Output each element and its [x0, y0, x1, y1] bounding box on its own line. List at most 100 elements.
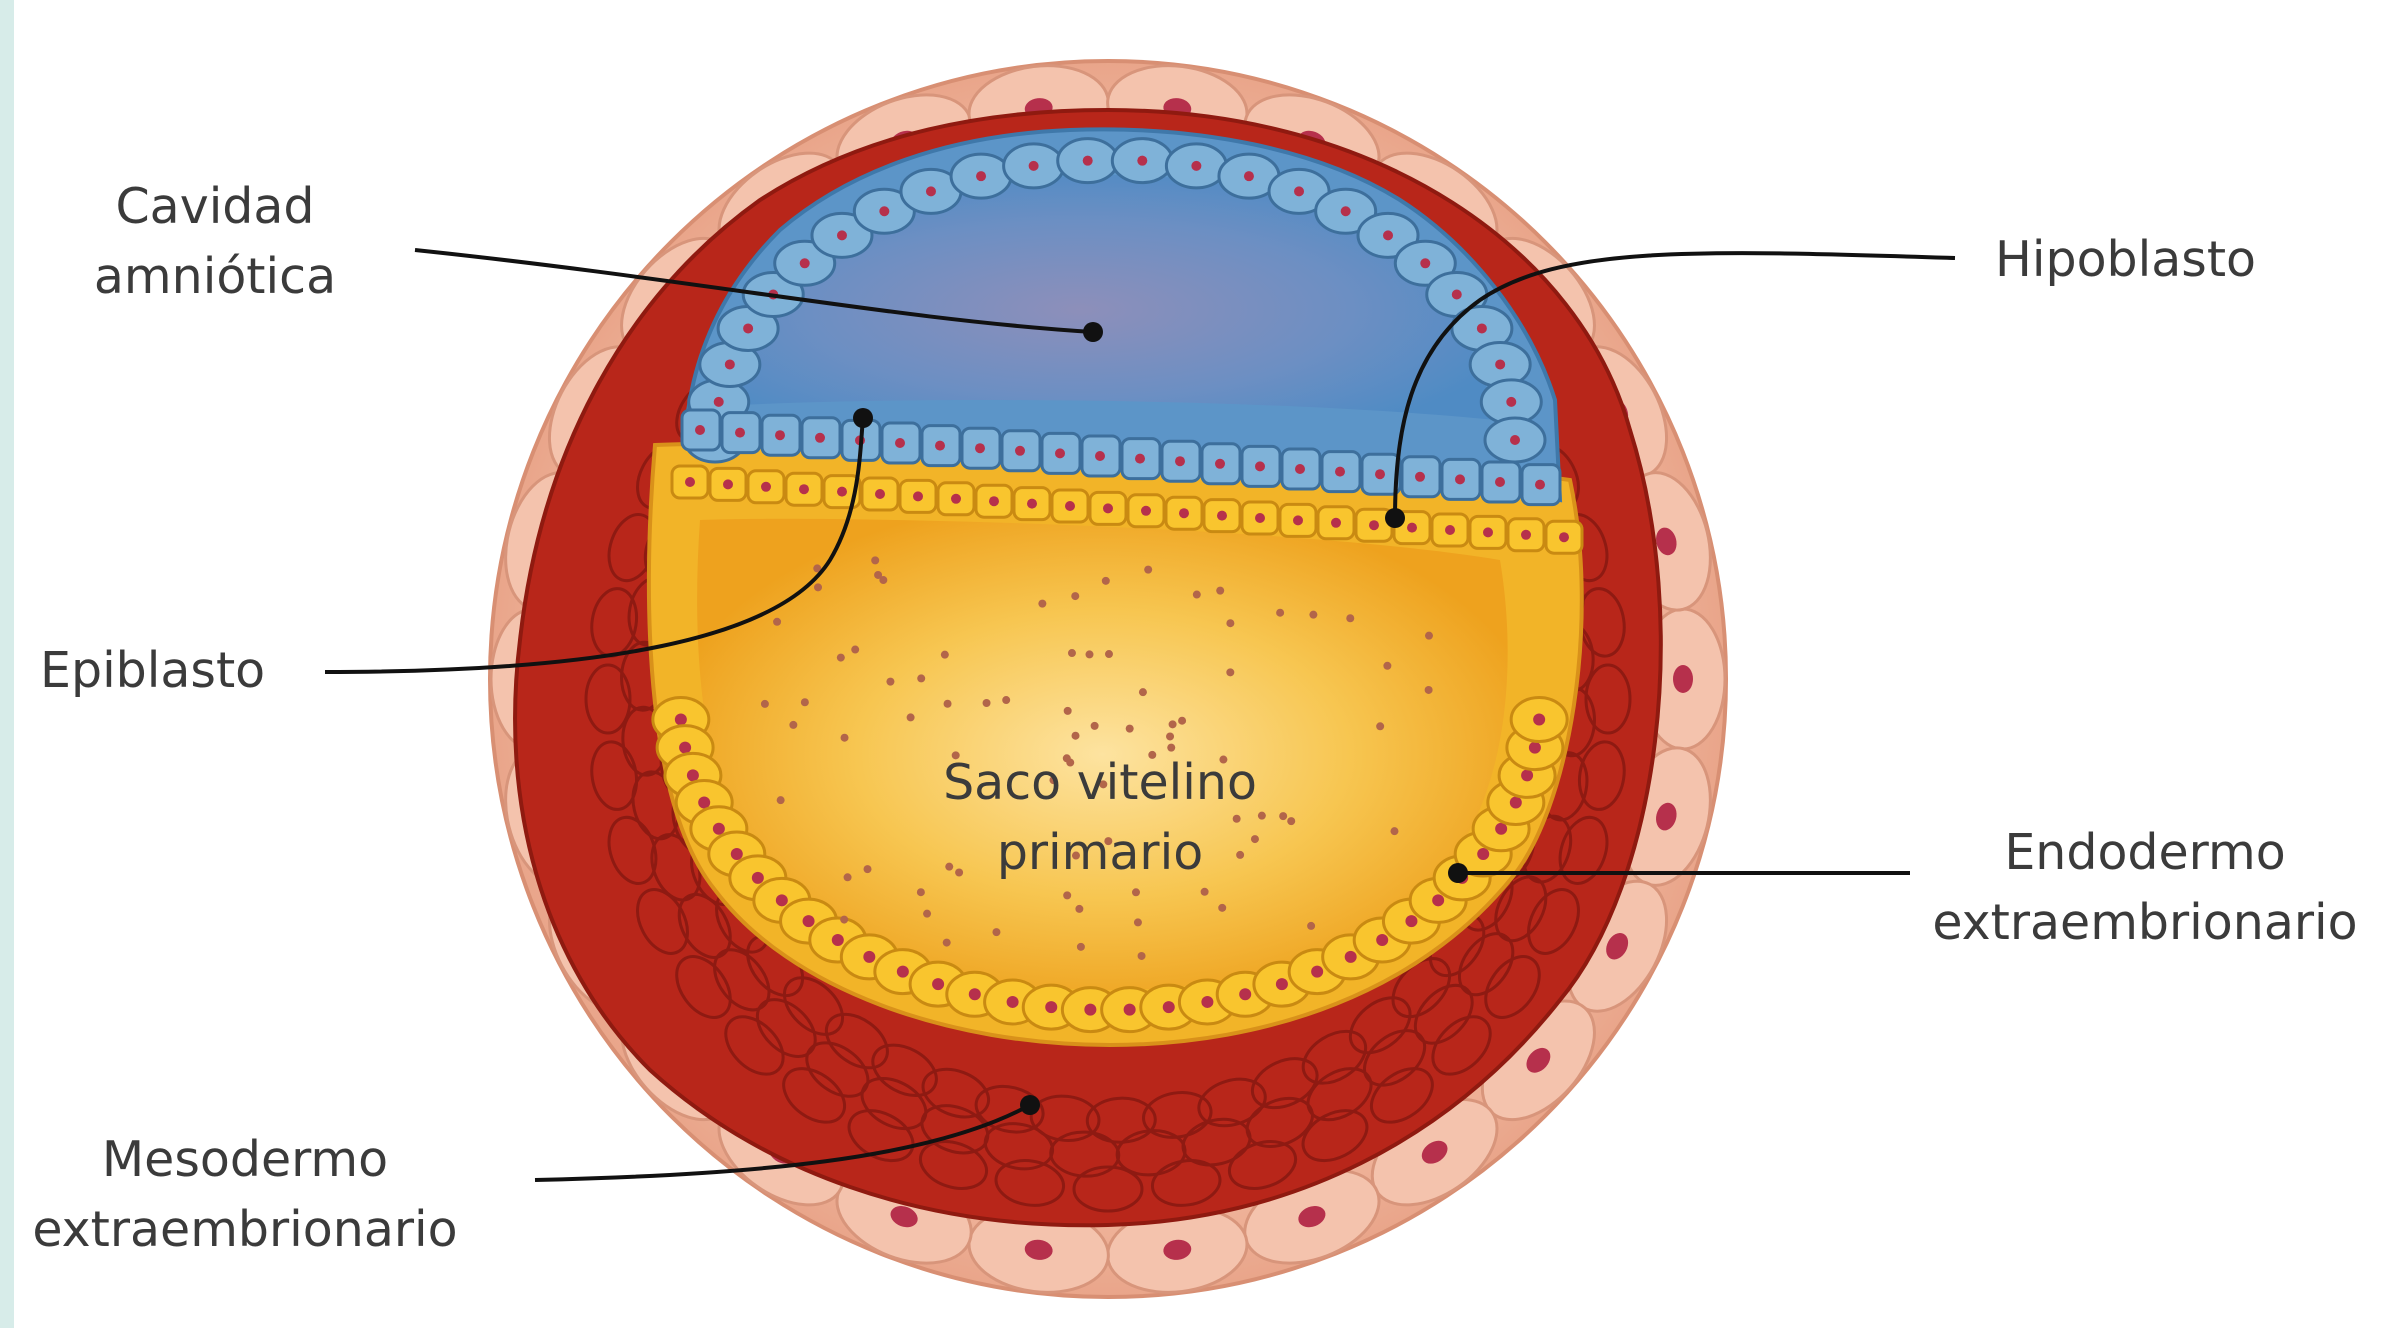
endoderm-nucleus: [776, 894, 788, 906]
epiblast-nucleus: [1455, 474, 1465, 484]
pointer-dot-hypoblast: [1385, 508, 1405, 528]
yolk-dot: [864, 865, 872, 873]
yolk-dot: [761, 700, 769, 708]
yolk-dot: [1166, 732, 1174, 740]
amniotic-nucleus: [1083, 156, 1093, 166]
endoderm-nucleus: [1510, 797, 1522, 809]
endoderm-nucleus: [863, 951, 875, 963]
endoderm-nucleus: [752, 872, 764, 884]
endoderm-nucleus: [1045, 1001, 1057, 1013]
yolk-dot: [886, 678, 894, 686]
yolk-dot: [917, 888, 925, 896]
yolk-dot: [1425, 686, 1433, 694]
amniotic-nucleus: [1383, 230, 1393, 240]
amniotic-nucleus: [837, 230, 847, 240]
epiblast-nucleus: [1055, 448, 1065, 458]
yolk-dot: [1138, 952, 1146, 960]
epiblast-nucleus: [1375, 469, 1385, 479]
hypoblast-nucleus: [1065, 501, 1075, 511]
yolk-dot: [1075, 905, 1083, 913]
epiblast-nucleus: [775, 430, 785, 440]
yolk-dot: [1383, 662, 1391, 670]
amniotic-nucleus: [1294, 186, 1304, 196]
yolk-dot: [907, 713, 915, 721]
amniotic-nucleus: [1510, 435, 1520, 445]
epiblast-nucleus: [735, 428, 745, 438]
yolk-dot: [844, 873, 852, 881]
yolk-dot: [1126, 725, 1134, 733]
endoderm-nucleus: [698, 797, 710, 809]
yolk-dot: [1064, 707, 1072, 715]
hypoblast-nucleus: [1217, 511, 1227, 521]
yolk-dot: [1276, 609, 1284, 617]
hypoblast-nucleus: [1559, 532, 1569, 542]
pointer-dot-amniotic-cavity: [1083, 322, 1103, 342]
yolk-dot: [1085, 650, 1093, 658]
yolk-dot: [874, 571, 882, 579]
yolk-dot: [943, 939, 951, 947]
amniotic-nucleus: [1191, 161, 1201, 171]
endoderm-nucleus: [1007, 996, 1019, 1008]
hypoblast-nucleus: [1141, 506, 1151, 516]
yolk-dot: [1071, 592, 1079, 600]
hypoblast-nucleus: [1293, 515, 1303, 525]
yolk-dot: [851, 646, 859, 654]
hypoblast-nucleus: [1255, 513, 1265, 523]
label-extraembryonic-endoderm: Endodermo extraembrionario: [1920, 818, 2370, 958]
hypoblast-nucleus: [761, 482, 771, 492]
hypoblast-nucleus: [875, 489, 885, 499]
yolk-dot: [1307, 922, 1315, 930]
epiblast-nucleus: [975, 443, 985, 453]
hypoblast-nucleus: [799, 484, 809, 494]
endoderm-nucleus: [1276, 978, 1288, 990]
yolk-dot: [1226, 619, 1234, 627]
label-amniotic-cavity: Cavidad amniótica: [60, 172, 370, 312]
hypoblast-nucleus: [913, 491, 923, 501]
hypoblast-nucleus: [723, 479, 733, 489]
amniotic-nucleus: [976, 171, 986, 181]
endoderm-nucleus: [1311, 966, 1323, 978]
endoderm-nucleus: [679, 742, 691, 754]
yolk-dot: [1226, 668, 1234, 676]
endoderm-nucleus: [731, 848, 743, 860]
amniotic-nucleus: [1477, 323, 1487, 333]
hypoblast-nucleus: [1521, 530, 1531, 540]
endoderm-nucleus: [1529, 742, 1541, 754]
epiblast-nucleus: [1295, 464, 1305, 474]
amniotic-nucleus: [1506, 397, 1516, 407]
pointer-dot-extraembryonic-endoderm: [1448, 863, 1468, 883]
yolk-dot: [1178, 717, 1186, 725]
yolk-dot: [840, 916, 848, 924]
endoderm-nucleus: [1376, 934, 1388, 946]
yolk-dot: [941, 651, 949, 659]
amniotic-nucleus: [725, 359, 735, 369]
yolk-dot: [841, 734, 849, 742]
yolk-dot: [837, 654, 845, 662]
epiblast-nucleus: [1335, 467, 1345, 477]
yolk-dot: [1201, 888, 1209, 896]
endoderm-nucleus: [675, 713, 687, 725]
yolk-dot: [1072, 732, 1080, 740]
yolk-dot: [1169, 720, 1177, 728]
amniotic-nucleus: [714, 397, 724, 407]
endoderm-nucleus: [1345, 951, 1357, 963]
yolk-dot: [1068, 649, 1076, 657]
yolk-dot: [1077, 943, 1085, 951]
yolk-dot: [1425, 632, 1433, 640]
label-epiblast-text: Epiblasto: [40, 636, 265, 706]
hypoblast-nucleus: [1445, 525, 1455, 535]
endoderm-nucleus: [1495, 823, 1507, 835]
yolk-dot: [1132, 888, 1140, 896]
pointer-dot-epiblast: [853, 408, 873, 428]
endoderm-nucleus: [1533, 713, 1545, 725]
hypoblast-nucleus: [989, 496, 999, 506]
epiblast-nucleus: [1215, 459, 1225, 469]
pointer-dot-extraembryonic-mesoderm: [1020, 1095, 1040, 1115]
epiblast-nucleus: [935, 441, 945, 451]
label-hypoblast: Hipoblasto: [1995, 225, 2256, 295]
epiblast-nucleus: [1095, 451, 1105, 461]
amniotic-nucleus: [1341, 206, 1351, 216]
endoderm-nucleus: [1239, 988, 1251, 1000]
yolk-dot: [1193, 591, 1201, 599]
